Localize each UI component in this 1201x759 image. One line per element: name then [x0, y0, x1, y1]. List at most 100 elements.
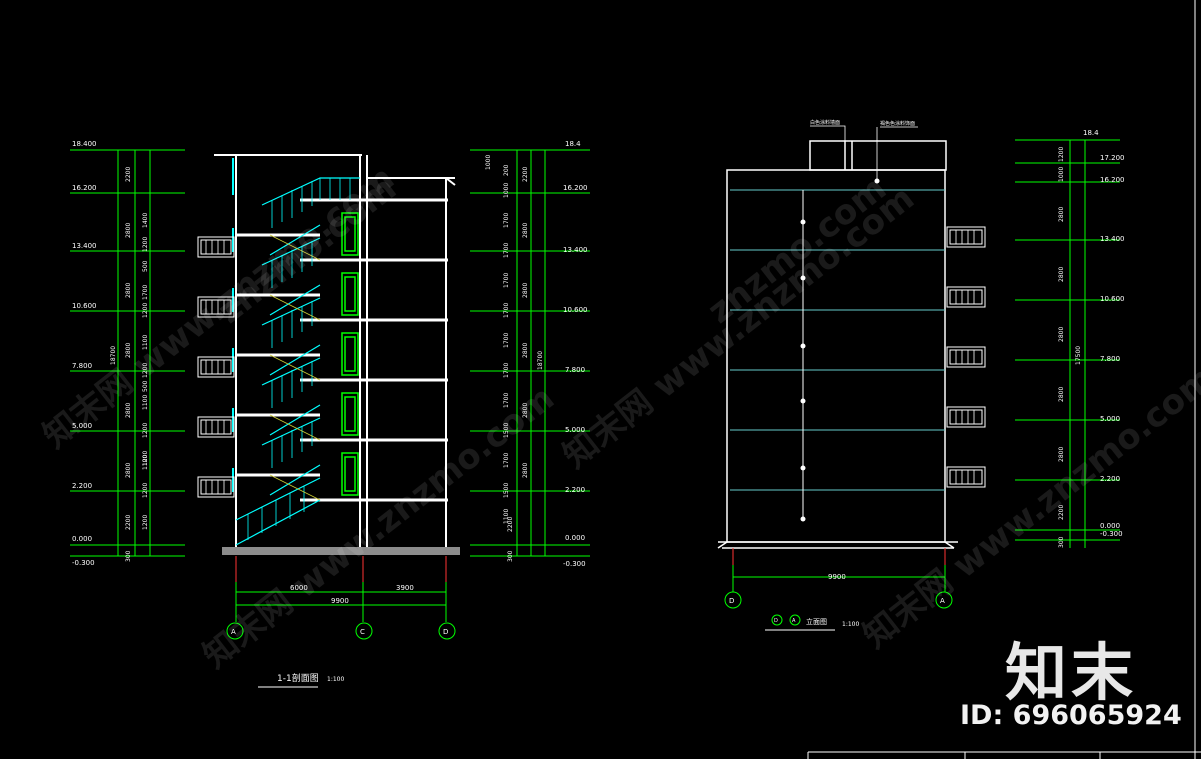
section-bottom-dimensions [226, 582, 456, 640]
dim-label: 1700 [503, 363, 510, 378]
level-label: 18.4 [565, 140, 581, 148]
section-left-level-labels: 18.400 16.200 13.400 10.600 7.800 5.000 … [72, 140, 97, 567]
dim-label: 2800 [522, 403, 529, 418]
drawing-scale: 1:100 [327, 676, 344, 683]
elevation-right-dimensions [1015, 139, 1120, 548]
dim-label: 1200 [142, 451, 149, 466]
dim-label: 9900 [331, 597, 349, 605]
level-label: 7.800 [72, 362, 92, 370]
level-label: 16.200 [1100, 176, 1125, 184]
dim-label: 300 [1058, 536, 1065, 548]
section-left-dim-texts: 2200 2800 2800 2800 2800 2800 2200 300 1… [110, 167, 149, 562]
level-label: 10.600 [563, 306, 588, 314]
dim-label: 1100 [142, 335, 149, 350]
dim-label: 2800 [1058, 207, 1065, 222]
level-label: 2.200 [72, 482, 92, 490]
axis-label: A [231, 628, 236, 636]
dim-label: 1200 [142, 483, 149, 498]
level-label: 5.000 [565, 426, 585, 434]
dim-label: 2200 [1058, 505, 1065, 520]
dim-label: 1500 [503, 423, 510, 438]
total-dim-label: 17500 [1075, 346, 1082, 365]
level-label: -0.300 [72, 559, 95, 567]
dim-label: 2200 [522, 167, 529, 182]
level-label: 18.4 [1083, 129, 1099, 137]
dim-label: 2800 [1058, 447, 1065, 462]
dim-label: 3900 [396, 584, 414, 592]
total-dim-label: 18700 [537, 351, 544, 370]
dim-label: 300 [125, 550, 132, 562]
level-label: -0.300 [563, 560, 586, 568]
elevation-building [717, 125, 986, 575]
dim-label: 6000 [290, 584, 308, 592]
elevation-right-dim-texts: 1200 1000 2800 2800 2800 2800 2800 2200 … [1058, 147, 1082, 548]
material-note: 褐色色涂料饰面 [880, 120, 915, 127]
dim-label: 2800 [125, 343, 132, 358]
dim-label: 300 [507, 550, 514, 562]
dim-label: 500 [142, 260, 149, 272]
drawing-title: 立面图 [806, 617, 827, 626]
dim-label: 2200 [125, 167, 132, 182]
level-label: 7.800 [565, 366, 585, 374]
section-right-level-labels: 18.4 16.200 13.400 10.600 7.800 5.000 2.… [563, 140, 588, 568]
level-label: 13.400 [1100, 235, 1125, 243]
section-bottom-labels: 6000 3900 9900 A C D [231, 584, 448, 636]
level-label: 0.000 [565, 534, 585, 542]
dim-label: 1000 [485, 155, 492, 170]
ground-hatch [222, 547, 460, 555]
dim-label: 2200 [507, 517, 514, 532]
dim-label: 2800 [1058, 267, 1065, 282]
level-label: 2.200 [565, 486, 585, 494]
section-right-dim-texts: 1000 200 1000 1700 1700 1700 1700 1700 1… [485, 155, 544, 562]
dim-label: 1700 [503, 393, 510, 408]
dim-label: 1100 [142, 455, 149, 470]
dim-label: 2800 [522, 223, 529, 238]
material-note: 白色涂料墙面 [810, 119, 840, 126]
dim-label: 1100 [142, 395, 149, 410]
dim-label: 1700 [503, 303, 510, 318]
dim-label: 2800 [1058, 327, 1065, 342]
section-left-dimensions [70, 149, 185, 557]
level-label: -0.300 [1100, 530, 1123, 538]
dim-label: 1100 [503, 509, 510, 524]
axis-label: C [360, 628, 365, 636]
title-axis-label: D [774, 618, 778, 624]
dim-label: 1200 [142, 515, 149, 530]
level-label: 2.200 [1100, 475, 1120, 483]
dim-label: 500 [142, 380, 149, 392]
level-label: 16.200 [563, 184, 588, 192]
dim-label: 2800 [125, 403, 132, 418]
axis-label: D [443, 628, 448, 636]
dim-label: 1200 [142, 363, 149, 378]
dim-label: 1000 [503, 183, 510, 198]
total-dim-label: 18700 [110, 346, 117, 365]
dim-label: 2800 [125, 223, 132, 238]
dim-label: 1200 [142, 423, 149, 438]
dim-label: 1500 [503, 483, 510, 498]
level-label: 5.000 [72, 422, 92, 430]
dim-label: 1000 [1058, 167, 1065, 182]
dim-label: 1700 [503, 273, 510, 288]
dim-label: 1700 [503, 213, 510, 228]
brand-id: ID: 696065924 [960, 700, 1182, 731]
axis-label: A [940, 597, 945, 605]
axis-label: D [729, 597, 734, 605]
title-axis-label: A [792, 618, 796, 624]
level-label: 0.000 [72, 535, 92, 543]
level-label: 18.400 [72, 140, 97, 148]
dim-label: 200 [503, 164, 510, 176]
dim-label: 1400 [142, 213, 149, 228]
title-block [807, 0, 1201, 759]
dim-label: 2800 [1058, 387, 1065, 402]
drawing-title: 1-1剖面图 [277, 672, 319, 684]
dim-label: 2800 [522, 283, 529, 298]
dim-label: 2200 [125, 515, 132, 530]
dim-label: 2800 [522, 343, 529, 358]
elevation-bottom-labels: 9900 D A D A 立面图 1:100 [729, 573, 945, 628]
dim-label: 1700 [503, 453, 510, 468]
dim-label: 9900 [828, 573, 846, 581]
drawing-scale: 1:100 [842, 621, 859, 628]
dim-label: 2800 [125, 463, 132, 478]
dim-label: 1700 [142, 285, 149, 300]
